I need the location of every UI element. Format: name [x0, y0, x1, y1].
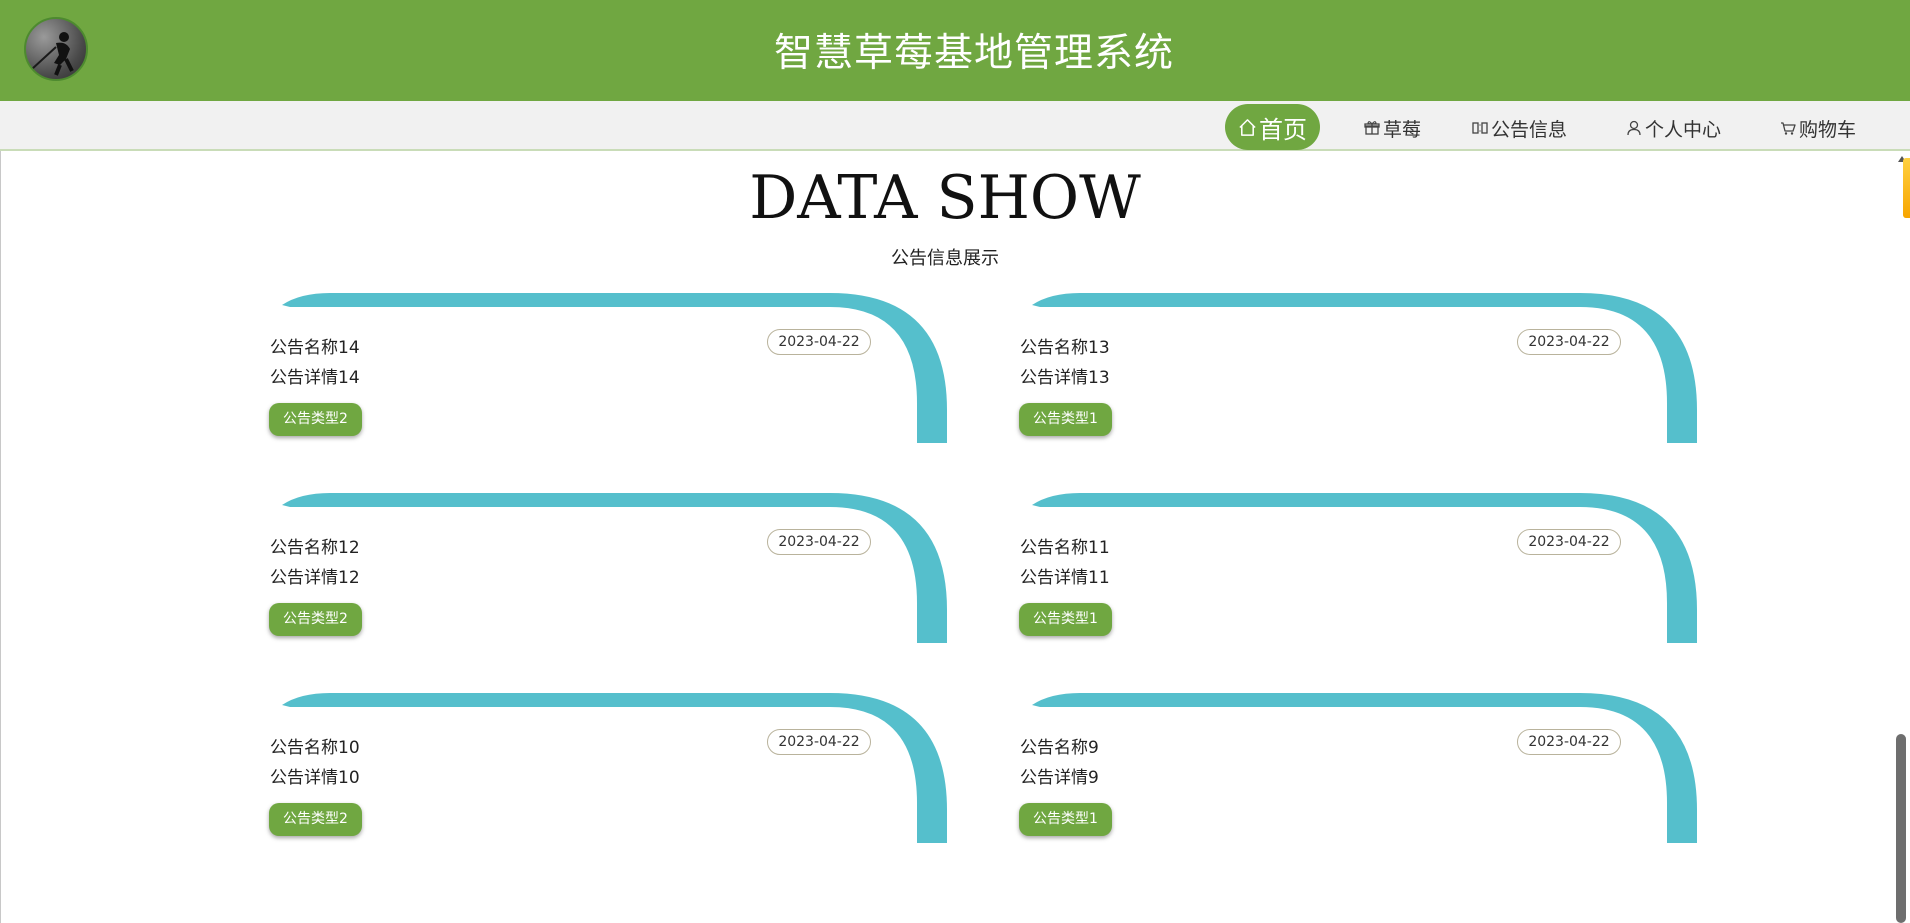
notice-card[interactable]: 公告名称9 公告详情9 2023-04-22 公告类型1 — [1019, 693, 1700, 843]
notice-detail: 公告详情13 — [1020, 368, 1110, 388]
nav-item-notice[interactable]: 公告信息 — [1472, 106, 1567, 150]
notice-name: 公告名称10 — [270, 738, 360, 758]
site-title: 智慧草莓基地管理系统 — [773, 31, 1174, 76]
window-border — [0, 0, 1, 923]
notice-detail: 公告详情9 — [1020, 768, 1099, 788]
notice-date: 2023-04-22 — [767, 329, 871, 355]
notice-card[interactable]: 公告名称14 公告详情14 2023-04-22 公告类型2 — [269, 293, 950, 443]
notice-date: 2023-04-22 — [767, 529, 871, 555]
notice-date: 2023-04-22 — [1517, 729, 1621, 755]
gift-icon — [1364, 121, 1380, 135]
notice-name: 公告名称11 — [1020, 538, 1110, 558]
nav-item-label: 首页 — [1259, 115, 1307, 144]
notice-type-button[interactable]: 公告类型1 — [1019, 403, 1112, 436]
notice-detail: 公告详情10 — [270, 768, 360, 788]
scroll-indicator — [1903, 158, 1910, 218]
nav-item-label: 购物车 — [1799, 118, 1857, 141]
notice-card[interactable]: 公告名称12 公告详情12 2023-04-22 公告类型2 — [269, 493, 950, 643]
scrollbar[interactable] — [1893, 151, 1910, 923]
card-arc-decoration — [282, 293, 947, 443]
notice-date: 2023-04-22 — [1517, 329, 1621, 355]
scrollbar-thumb[interactable] — [1896, 734, 1906, 923]
card-arc-decoration — [282, 693, 947, 843]
notice-detail: 公告详情14 — [270, 368, 360, 388]
nav-bar — [0, 101, 1910, 151]
notice-detail: 公告详情12 — [270, 568, 360, 588]
card-arc-decoration — [1032, 293, 1697, 443]
nav-item-label: 公告信息 — [1491, 118, 1568, 141]
notice-card[interactable]: 公告名称13 公告详情13 2023-04-22 公告类型1 — [1019, 293, 1700, 443]
cart-icon — [1781, 122, 1796, 135]
notice-name: 公告名称9 — [1020, 738, 1099, 758]
notice-date: 2023-04-22 — [767, 729, 871, 755]
nav-item-cart[interactable]: 购物车 — [1780, 106, 1856, 150]
site-header: 智慧草莓基地管理系统 — [0, 0, 1910, 101]
notice-name: 公告名称12 — [270, 538, 360, 558]
scroll-up-arrow-icon[interactable] — [1898, 156, 1906, 162]
notice-card[interactable]: 公告名称10 公告详情10 2023-04-22 公告类型2 — [269, 693, 950, 843]
nav-item-label: 草莓 — [1383, 118, 1422, 141]
section-title: DATA SHOW — [749, 163, 1141, 233]
notice-type-button[interactable]: 公告类型1 — [1019, 803, 1112, 836]
notice-name: 公告名称14 — [270, 338, 360, 358]
notice-type-button[interactable]: 公告类型2 — [269, 403, 362, 436]
nav-item-label: 个人中心 — [1645, 118, 1722, 141]
notice-type-button[interactable]: 公告类型2 — [269, 803, 362, 836]
nav-item-strawberry[interactable]: 草莓 — [1364, 106, 1421, 150]
nav-item-personal-center[interactable]: 个人中心 — [1626, 106, 1721, 150]
notice-card[interactable]: 公告名称11 公告详情11 2023-04-22 公告类型1 — [1019, 493, 1700, 643]
avatar-logo-icon[interactable] — [24, 17, 88, 81]
section-subtitle: 公告信息展示 — [891, 248, 999, 269]
notice-name: 公告名称13 — [1020, 338, 1110, 358]
card-arc-decoration — [1032, 493, 1697, 643]
card-arc-decoration — [1032, 693, 1697, 843]
notice-type-button[interactable]: 公告类型2 — [269, 603, 362, 636]
notice-type-button[interactable]: 公告类型1 — [1019, 603, 1112, 636]
home-icon — [1239, 118, 1256, 136]
notice-detail: 公告详情11 — [1020, 568, 1110, 588]
notice-date: 2023-04-22 — [1517, 529, 1621, 555]
nav-item-home[interactable]: 首页 — [1225, 104, 1320, 150]
card-arc-decoration — [282, 493, 947, 643]
user-icon — [1627, 120, 1641, 136]
notice-icon — [1472, 122, 1488, 134]
